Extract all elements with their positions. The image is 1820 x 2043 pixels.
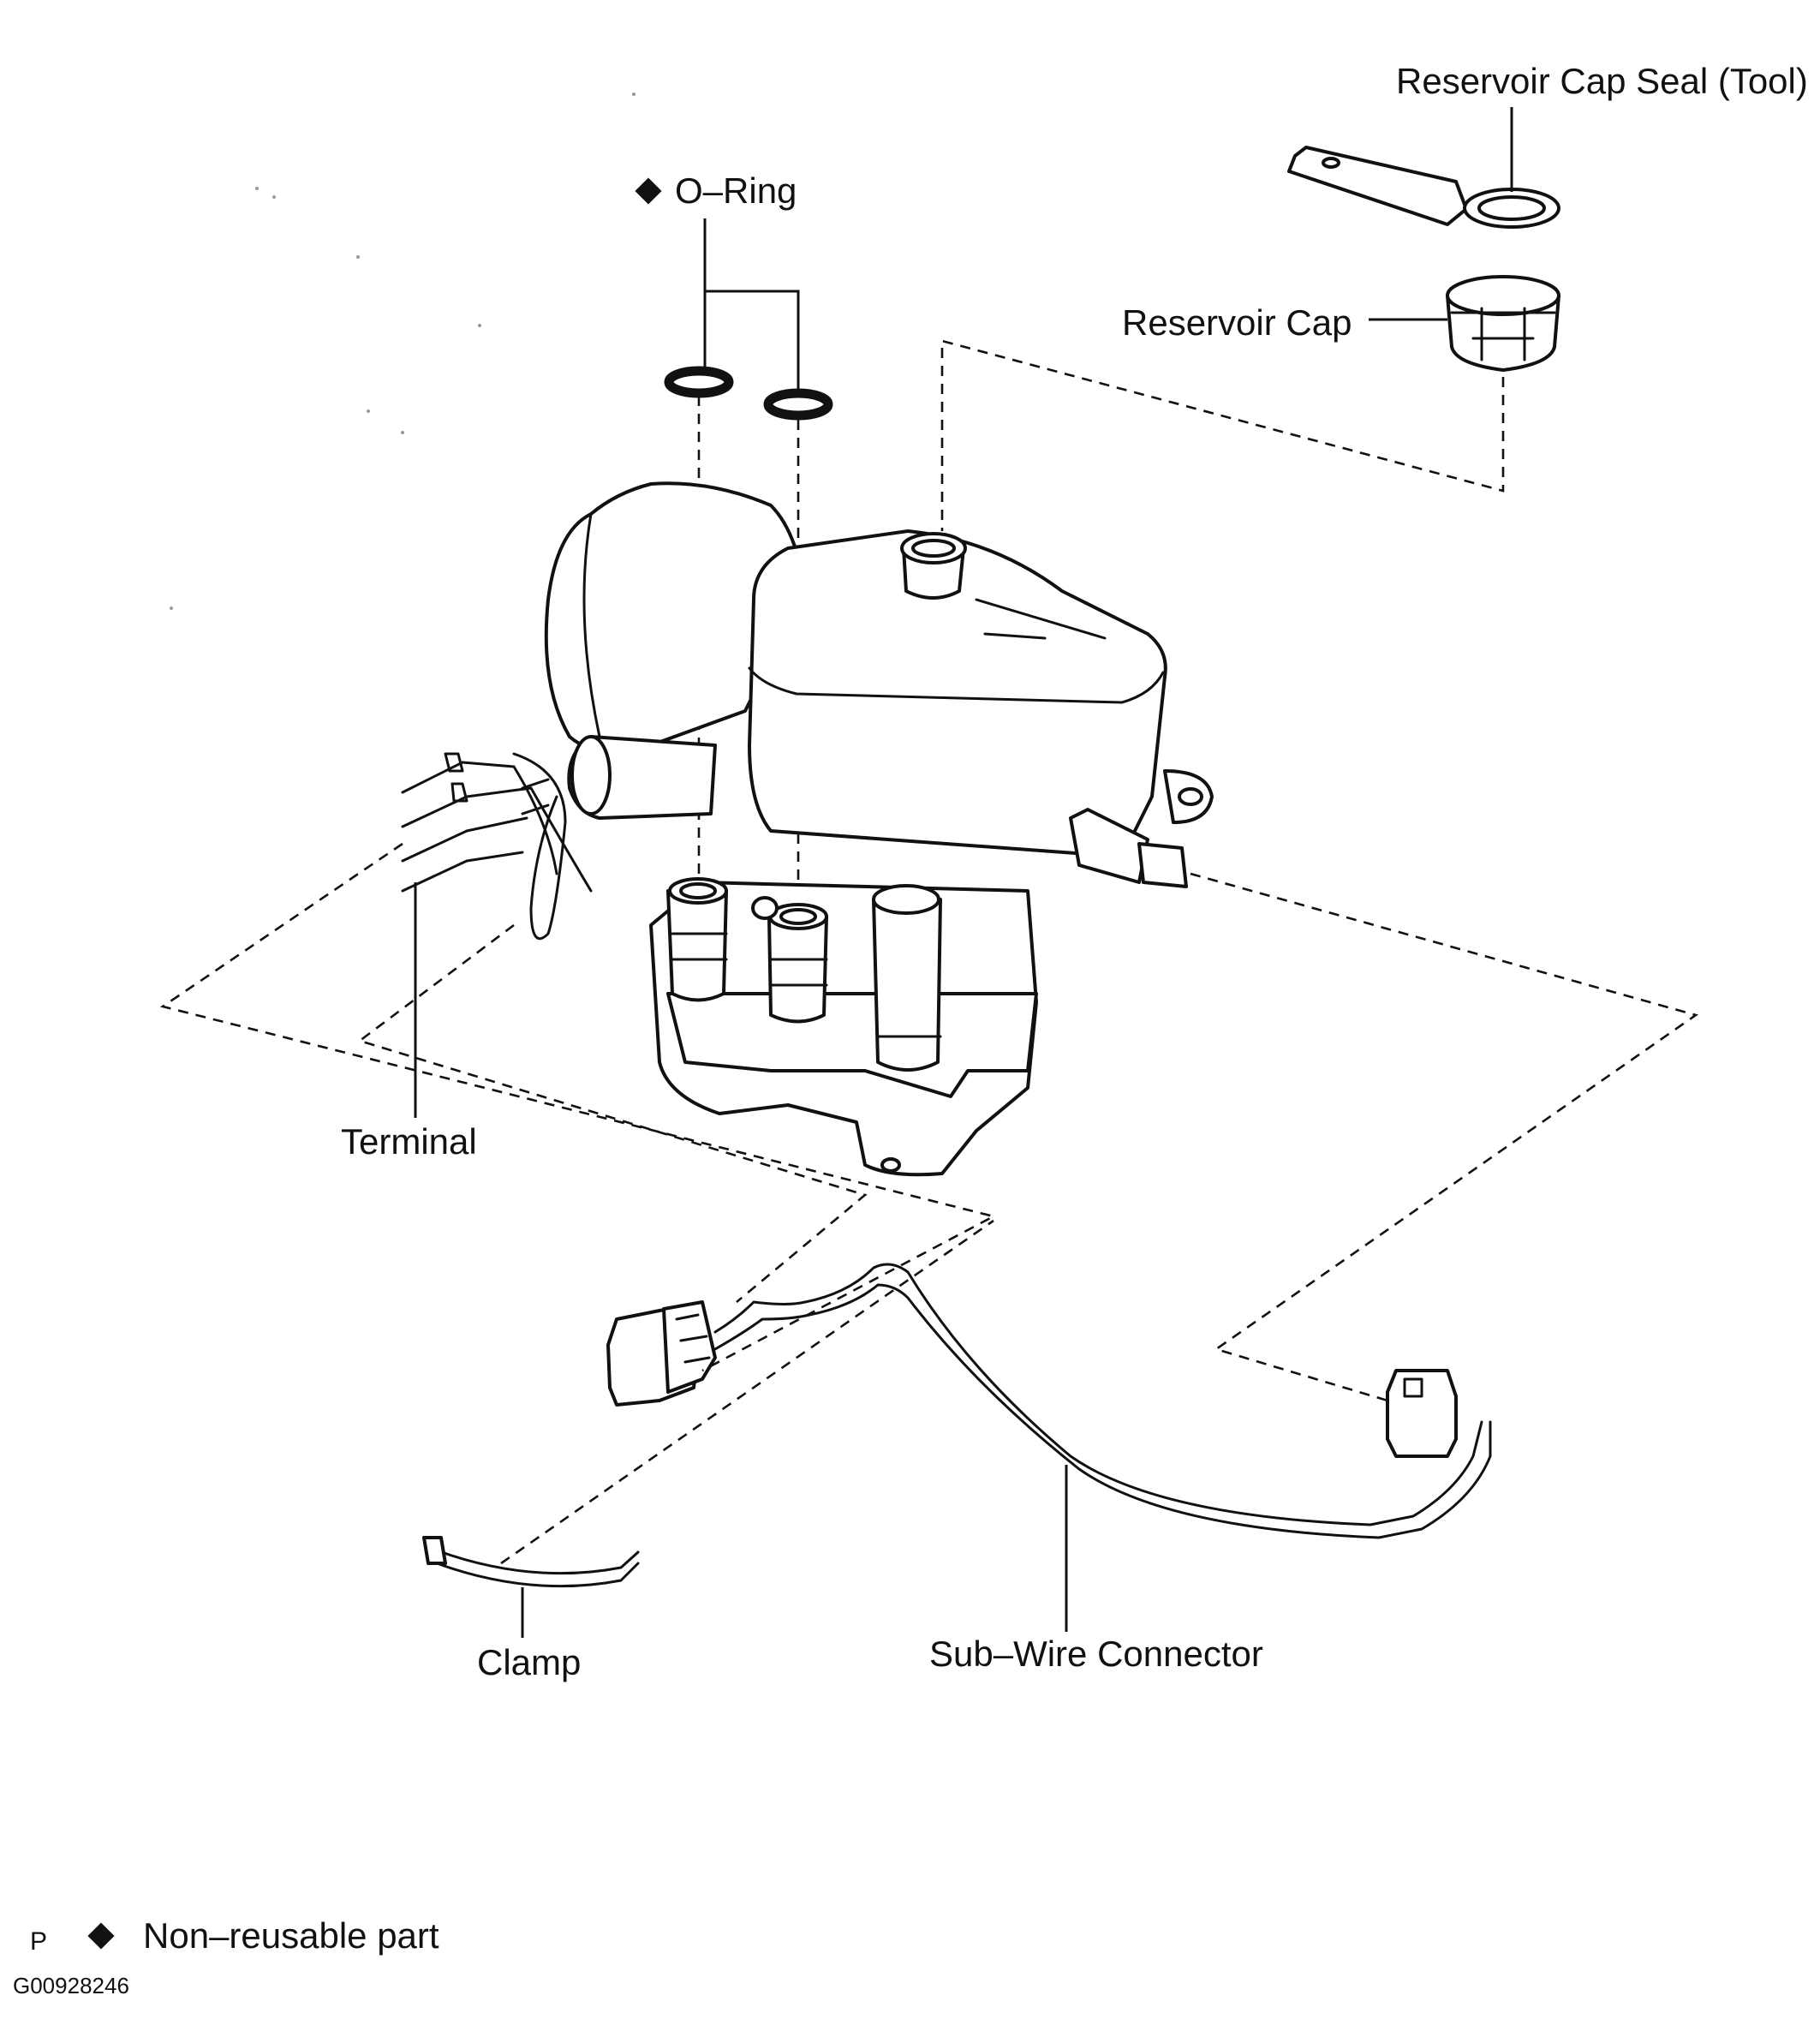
clamp bbox=[422, 1536, 640, 1588]
dash-sub-wire bbox=[1190, 872, 1699, 1402]
non-reusable-diamond-icon bbox=[635, 177, 662, 205]
figure-code: G00928246 bbox=[13, 1973, 129, 1998]
outlet-port-2 bbox=[767, 903, 828, 1024]
label-sub-wire-connector: Sub–Wire Connector bbox=[929, 1634, 1263, 1674]
reservoir-cap-seal-tool bbox=[1287, 146, 1560, 229]
o-ring-1 bbox=[664, 366, 734, 398]
sub-wire-connector bbox=[606, 1263, 1492, 1539]
outlet-port-3 bbox=[872, 884, 942, 1072]
o-ring-2 bbox=[763, 388, 833, 421]
legend-diamond-icon bbox=[87, 1922, 115, 1950]
legend: P Non–reusable part bbox=[30, 1917, 439, 1955]
label-clamp: Clamp bbox=[477, 1642, 582, 1682]
outlet-port-1 bbox=[666, 877, 728, 1002]
label-reservoir-cap-seal-tool: Reservoir Cap Seal (Tool) bbox=[1396, 61, 1808, 101]
label-o-ring: O–Ring bbox=[675, 170, 797, 211]
scan-speckles bbox=[170, 93, 636, 610]
master-cylinder-unit bbox=[544, 481, 1214, 1177]
leader-o-ring bbox=[703, 218, 800, 390]
dash-clamp bbox=[500, 1219, 994, 1565]
label-o-ring-row: O–Ring bbox=[634, 173, 797, 209]
label-terminal: Terminal bbox=[341, 1121, 477, 1162]
terminals bbox=[401, 752, 593, 941]
dash-reservoir-cap bbox=[940, 339, 1505, 531]
dash-terminal bbox=[159, 842, 997, 1372]
legend-text: Non–reusable part bbox=[143, 1915, 439, 1956]
label-reservoir-cap: Reservoir Cap bbox=[1122, 302, 1352, 343]
legend-prefix: P bbox=[30, 1927, 48, 1956]
reservoir-cap bbox=[1446, 275, 1560, 372]
dash-wire-harness bbox=[357, 923, 868, 1303]
